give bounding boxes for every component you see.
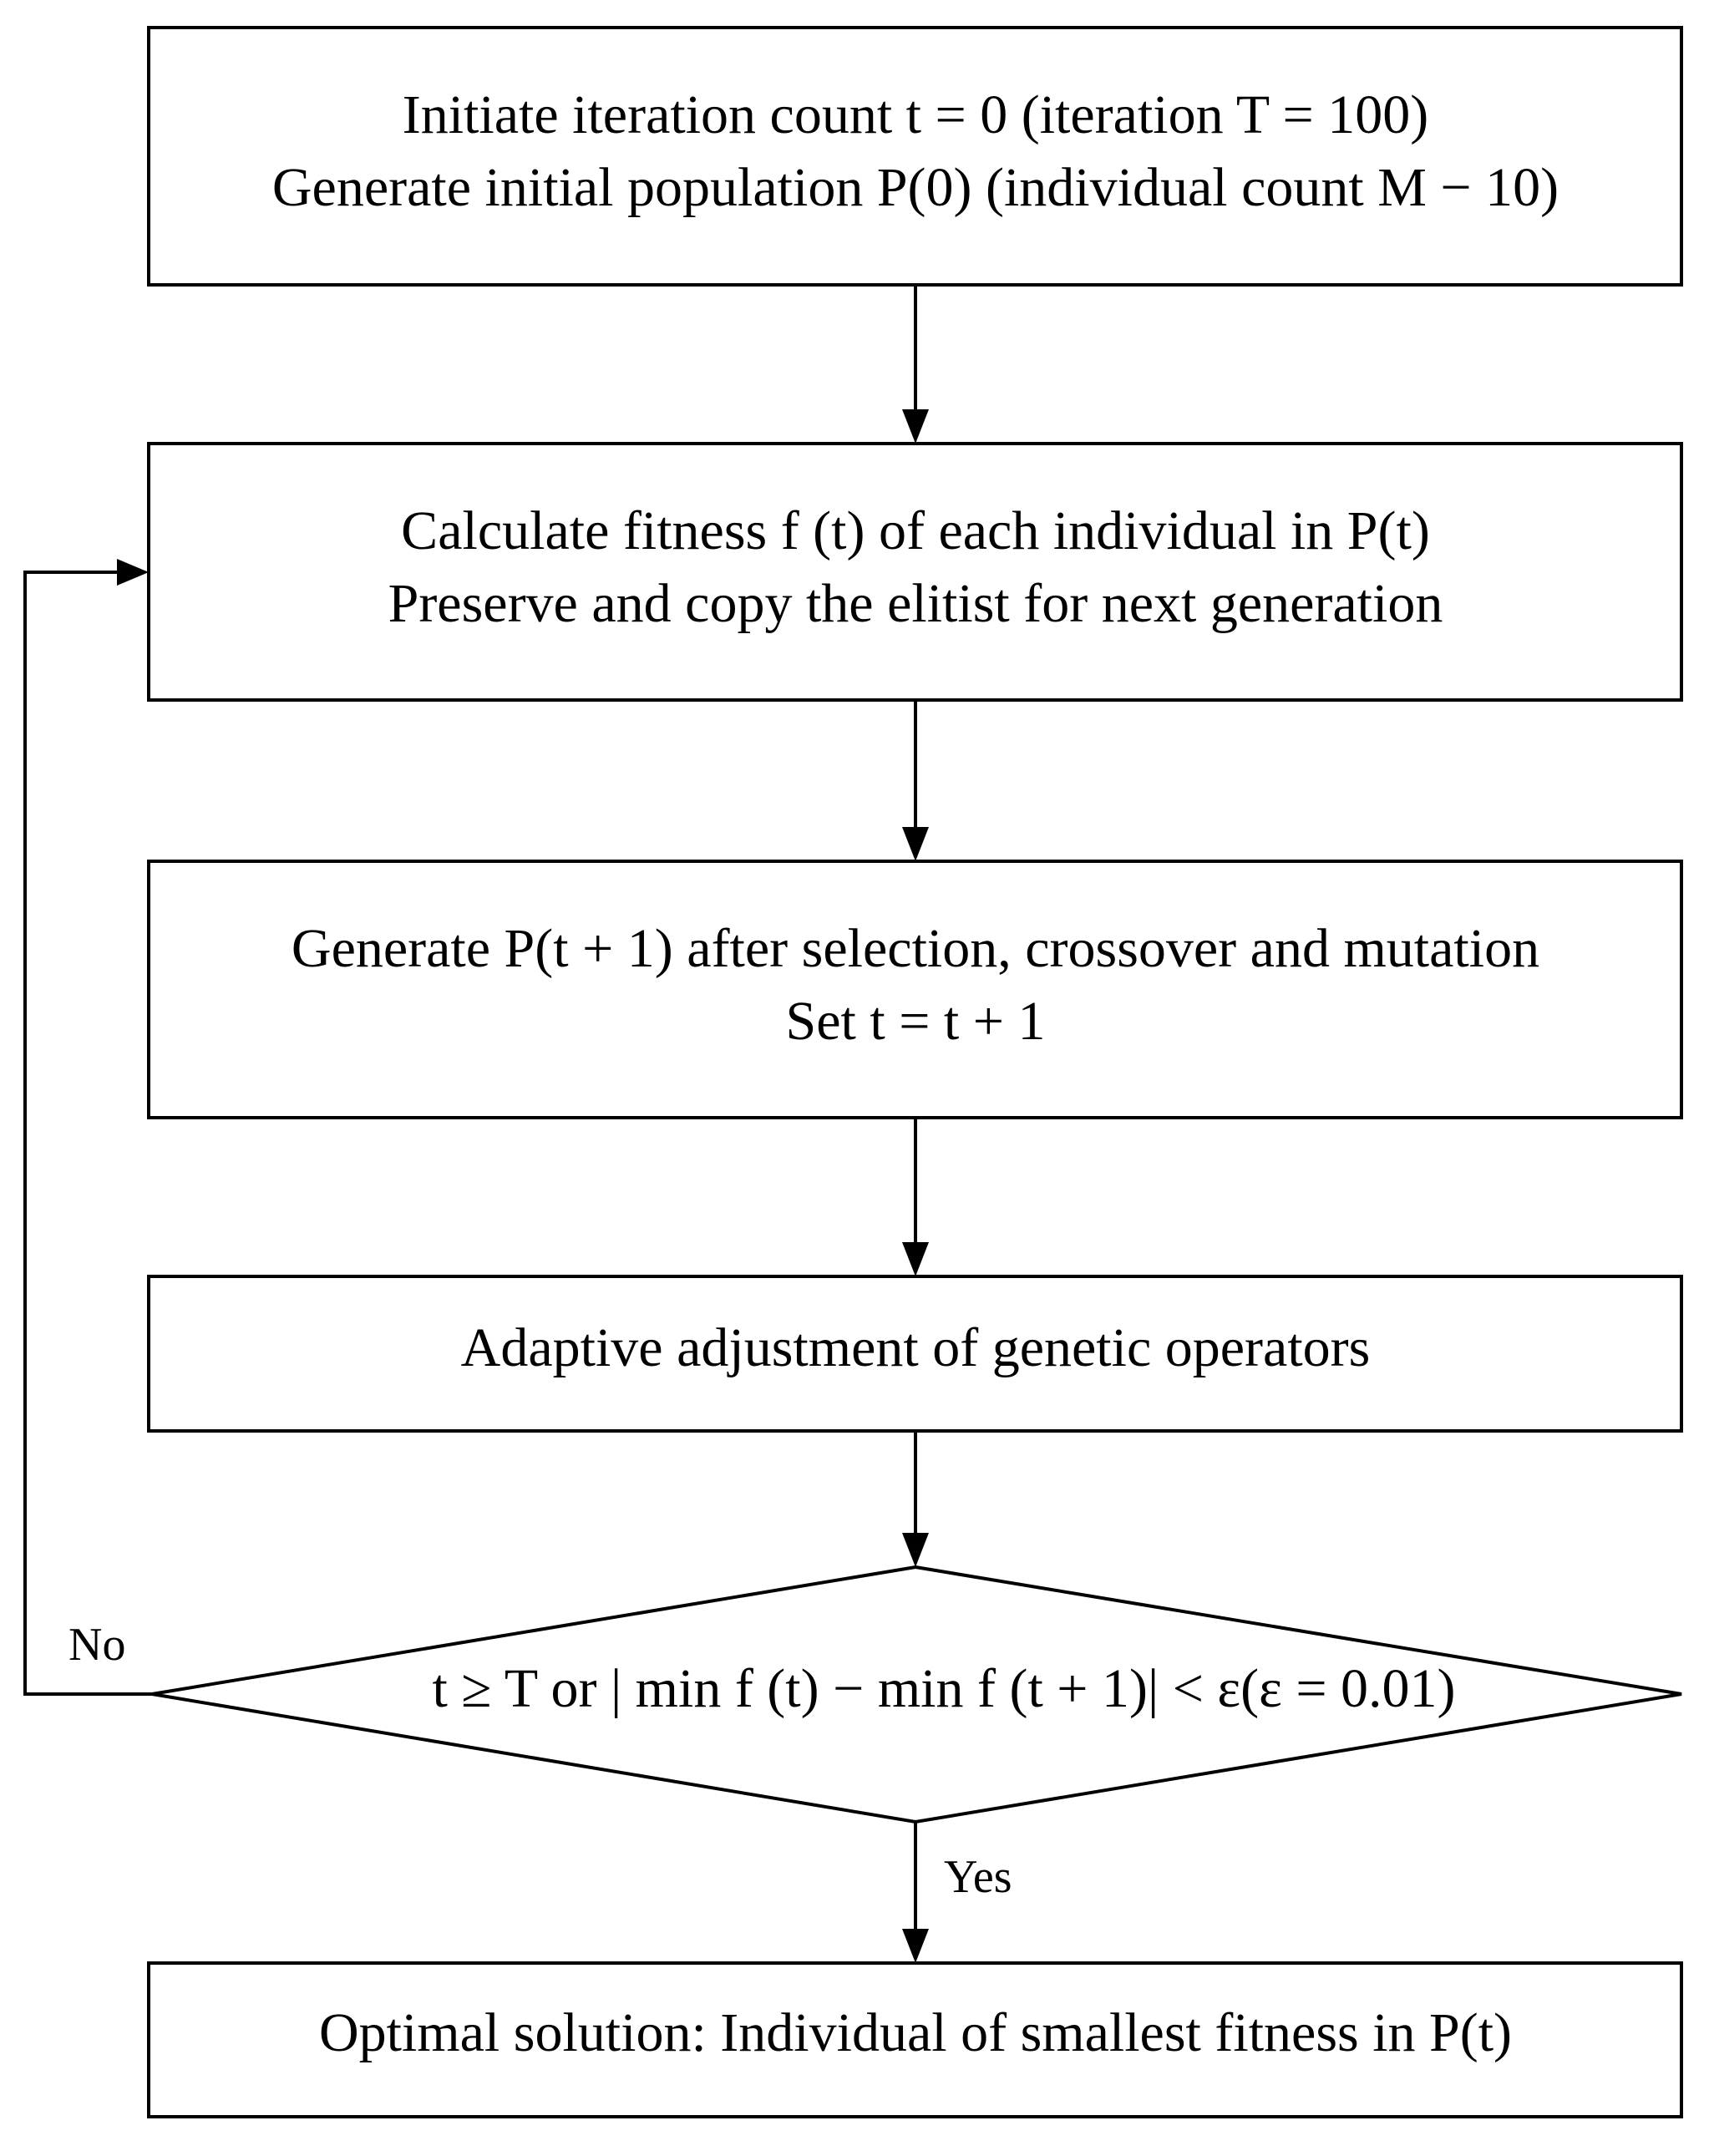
step-fitness-box: Calculate fitness f (t) of each individu… xyxy=(147,442,1683,702)
arrow-4 xyxy=(902,1431,929,1567)
step-init-line-2: Generate initial population P(0) (indivi… xyxy=(272,157,1559,218)
arrow-2 xyxy=(902,700,929,861)
decision-diamond: t ≥ T or | min f (t) − min f (t + 1)| < … xyxy=(151,1565,1682,1824)
result-text: Optimal solution: Individual of smallest… xyxy=(319,2002,1512,2063)
no-loop-arrow: No xyxy=(23,559,152,1696)
step-init-line-1: Initiate iteration count t = 0 (iteratio… xyxy=(403,84,1429,145)
arrow-head xyxy=(902,409,929,444)
arrow-head xyxy=(902,1929,929,1963)
yes-arrow: Yes xyxy=(902,1822,1012,1963)
arrow-head xyxy=(902,1242,929,1276)
step-adaptive-line-1: Adaptive adjustment of genetic operators xyxy=(461,1317,1371,1378)
no-label: No xyxy=(68,1619,125,1671)
step-generate-box: Generate P(t + 1) after selection, cross… xyxy=(147,860,1683,1119)
step-adaptive-box: Adaptive adjustment of genetic operators xyxy=(147,1275,1683,1433)
arrow-head xyxy=(117,559,149,586)
arrow-head xyxy=(902,827,929,861)
step-init-rect xyxy=(147,26,1683,287)
arrow-3 xyxy=(902,1118,929,1276)
step-fitness-line-1: Calculate fitness f (t) of each individu… xyxy=(401,500,1430,561)
step-adaptive-rect xyxy=(147,1275,1683,1433)
arrow-head xyxy=(902,1533,929,1567)
step-generate-rect xyxy=(147,860,1683,1119)
decision-condition: t ≥ T or | min f (t) − min f (t + 1)| < … xyxy=(432,1658,1455,1719)
result-box: Optimal solution: Individual of smallest… xyxy=(147,1961,1683,2118)
step-generate-line-1: Generate P(t + 1) after selection, cross… xyxy=(292,918,1539,979)
step-init-box: Initiate iteration count t = 0 (iteratio… xyxy=(147,26,1683,287)
step-fitness-rect xyxy=(147,442,1683,702)
arrow-1 xyxy=(902,285,929,444)
result-rect xyxy=(147,1961,1683,2118)
step-fitness-line-2: Preserve and copy the elitist for next g… xyxy=(388,573,1443,634)
yes-label: Yes xyxy=(944,1851,1012,1903)
step-generate-line-2: Set t = t + 1 xyxy=(786,991,1046,1052)
